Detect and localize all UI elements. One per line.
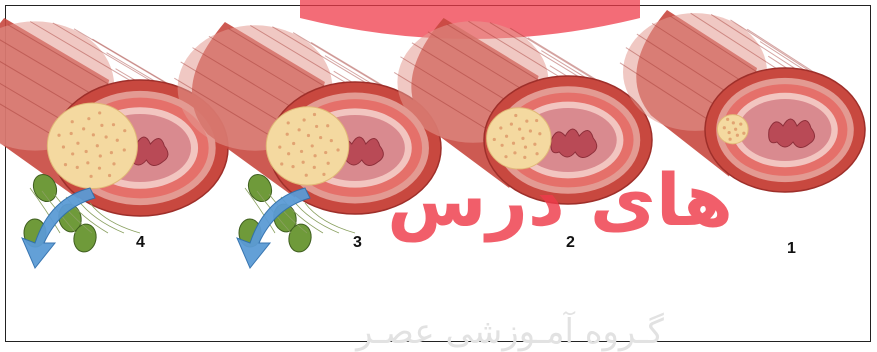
- plaque-spot: [524, 145, 527, 148]
- plaque-spot: [326, 124, 329, 127]
- plaque: [717, 115, 748, 144]
- plaque-spot: [280, 162, 283, 165]
- plaque: [266, 107, 349, 185]
- plaque-spot: [313, 113, 316, 116]
- plaque-spot: [112, 123, 115, 126]
- plaque-spot: [521, 137, 524, 140]
- plaque-spot: [64, 163, 67, 166]
- plaque-spot: [723, 126, 726, 129]
- plaque-spot: [116, 139, 119, 142]
- plaque-spot: [70, 132, 73, 135]
- stage-label-1: 1: [787, 240, 796, 258]
- plaque-spot: [501, 144, 504, 147]
- stage-label-4: 4: [136, 234, 145, 252]
- plaque-spot: [76, 142, 79, 145]
- plaque-spot: [336, 148, 339, 151]
- plaque-spot: [287, 152, 290, 155]
- plaque-spot: [330, 139, 333, 142]
- plaque-spot: [278, 146, 281, 149]
- plaque-spot: [512, 142, 515, 145]
- plaque-spot: [327, 162, 330, 165]
- plaque-spot: [529, 129, 532, 132]
- plaque-spot: [89, 175, 92, 178]
- plaque-spot: [298, 128, 301, 131]
- plaque-spot: [322, 173, 325, 176]
- plaque-spot: [726, 118, 729, 121]
- plaque-spot: [302, 161, 305, 164]
- plaque-spot: [739, 123, 742, 126]
- plaque-spot: [513, 151, 516, 154]
- plaque-spot: [85, 150, 88, 153]
- plaque-spot: [300, 150, 303, 153]
- plaque-spot: [71, 152, 74, 155]
- plaque-spot: [535, 152, 538, 155]
- plaque-spot: [110, 151, 113, 154]
- plaque-spot: [514, 114, 517, 117]
- plaque-spot: [311, 144, 314, 147]
- plaque-spot: [57, 134, 60, 137]
- plaque-spot: [510, 123, 513, 126]
- plaque-spot: [736, 134, 739, 137]
- plaque-body: [266, 107, 349, 185]
- plaque-spot: [493, 138, 496, 141]
- plaque-spot: [292, 142, 295, 145]
- plaque-spot: [538, 132, 541, 135]
- plaque-spot: [315, 125, 318, 128]
- plaque-spot: [499, 126, 502, 129]
- plaque-spot: [92, 133, 95, 136]
- plaque-spot: [319, 136, 322, 139]
- plaque-spot: [303, 118, 306, 121]
- plaque-spot: [525, 120, 528, 123]
- plaque-spot: [742, 132, 745, 135]
- plaque-spot: [108, 174, 111, 177]
- plaque-spot: [505, 135, 508, 138]
- plaque-spot: [100, 124, 103, 127]
- plaque-spot: [286, 133, 289, 136]
- plaque: [47, 103, 137, 189]
- plaque-spot: [728, 131, 731, 134]
- plaque-spot: [112, 162, 115, 165]
- plaque-spot: [71, 120, 74, 123]
- plaque-spot: [123, 148, 126, 151]
- plaque-spot: [305, 174, 308, 177]
- plaque-spot: [732, 121, 735, 124]
- plaque-spot: [734, 128, 737, 131]
- plaque-spot: [82, 127, 85, 130]
- plaque-spot: [98, 167, 101, 170]
- watermark-footer-text: گـروه آمـوزشی عصـر: [300, 312, 720, 352]
- stage-label-2: 2: [566, 234, 575, 252]
- plaque-spot: [123, 129, 126, 132]
- plaque-spot: [535, 119, 538, 122]
- plaque-spot: [518, 128, 521, 131]
- plaque-spot: [86, 161, 89, 164]
- plaque-spot: [313, 166, 316, 169]
- watermark-logo-text: های درس: [387, 158, 733, 243]
- plaque-spot: [62, 145, 65, 148]
- watermark-logo-text-layer: های درس: [387, 158, 733, 243]
- plaque-spot: [98, 111, 101, 114]
- plaque-spot: [324, 151, 327, 154]
- plaque-spot: [307, 134, 310, 137]
- plaque-spot: [96, 144, 99, 147]
- plaque-spot: [99, 154, 102, 157]
- plaque-spot: [105, 135, 108, 138]
- plaque-body: [717, 115, 748, 144]
- plaque-spot: [533, 143, 536, 146]
- plaque-spot: [313, 154, 316, 157]
- plaque-spot: [729, 138, 732, 141]
- plaque-spot: [87, 117, 90, 120]
- plaque-spot: [291, 165, 294, 168]
- stage-label-3: 3: [353, 234, 362, 252]
- plaque-spot: [287, 121, 290, 124]
- plaque-spot: [76, 166, 79, 169]
